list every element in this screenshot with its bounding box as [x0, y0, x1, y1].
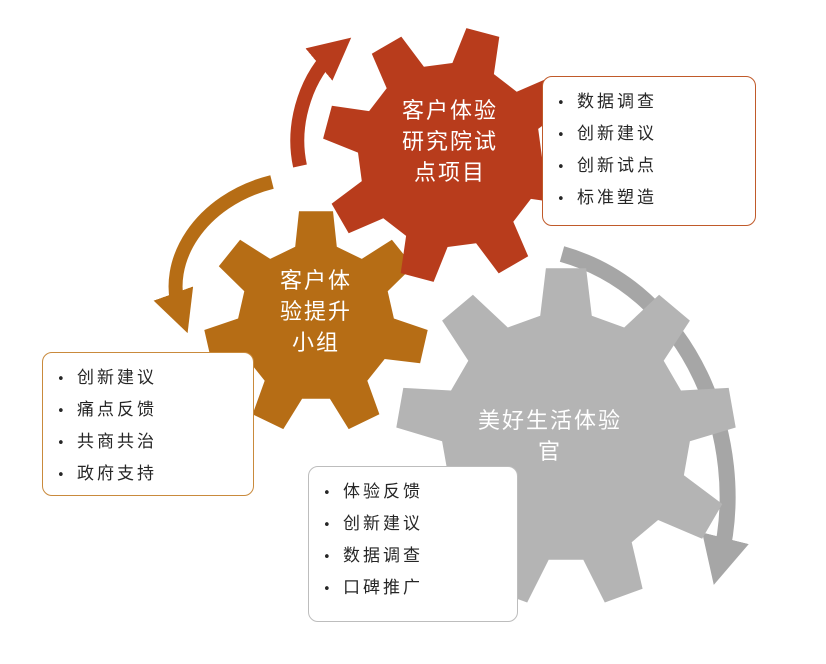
gear-experience-team	[204, 211, 428, 430]
label-line: 官	[537, 440, 562, 465]
list-item: •标准塑造	[557, 188, 657, 208]
arrow-officer-cycle	[559, 246, 749, 585]
label-line: 美好生活体验	[477, 409, 622, 434]
arrow-team-cycle	[153, 175, 274, 334]
list-item: •数据调查	[323, 546, 423, 566]
label-line: 验提升	[279, 300, 352, 325]
list-item: •口碑推广	[323, 578, 423, 598]
list-item: •创新建议	[557, 124, 657, 144]
label-line: 小组	[291, 331, 340, 356]
list-item: •数据调查	[557, 92, 657, 112]
gear-officer-label: 美好生活体验 官	[440, 406, 660, 468]
gear-team-label: 客户体 验提升 小组	[246, 266, 386, 359]
label-line: 客户体	[279, 269, 352, 294]
research-list-box: •数据调查 •创新建议 •创新试点 •标准塑造	[542, 76, 756, 226]
arrow-research-cycle	[290, 37, 352, 168]
list-item: •共商共治	[57, 432, 157, 452]
label-line: 点项目	[413, 161, 486, 186]
list-item: •体验反馈	[323, 482, 423, 502]
officer-list-box: •体验反馈 •创新建议 •数据调查 •口碑推广	[308, 466, 518, 622]
label-line: 研究院试	[401, 130, 498, 155]
list-item: •政府支持	[57, 464, 157, 484]
team-list-box: •创新建议 •痛点反馈 •共商共治 •政府支持	[42, 352, 254, 496]
gear-research-label: 客户体验 研究院试 点项目	[370, 96, 530, 189]
list-item: •创新试点	[557, 156, 657, 176]
list-item: •创新建议	[57, 368, 157, 388]
gear-research-pilot	[323, 28, 577, 282]
label-line: 客户体验	[401, 99, 498, 124]
list-item: •痛点反馈	[57, 400, 157, 420]
list-item: •创新建议	[323, 514, 423, 534]
